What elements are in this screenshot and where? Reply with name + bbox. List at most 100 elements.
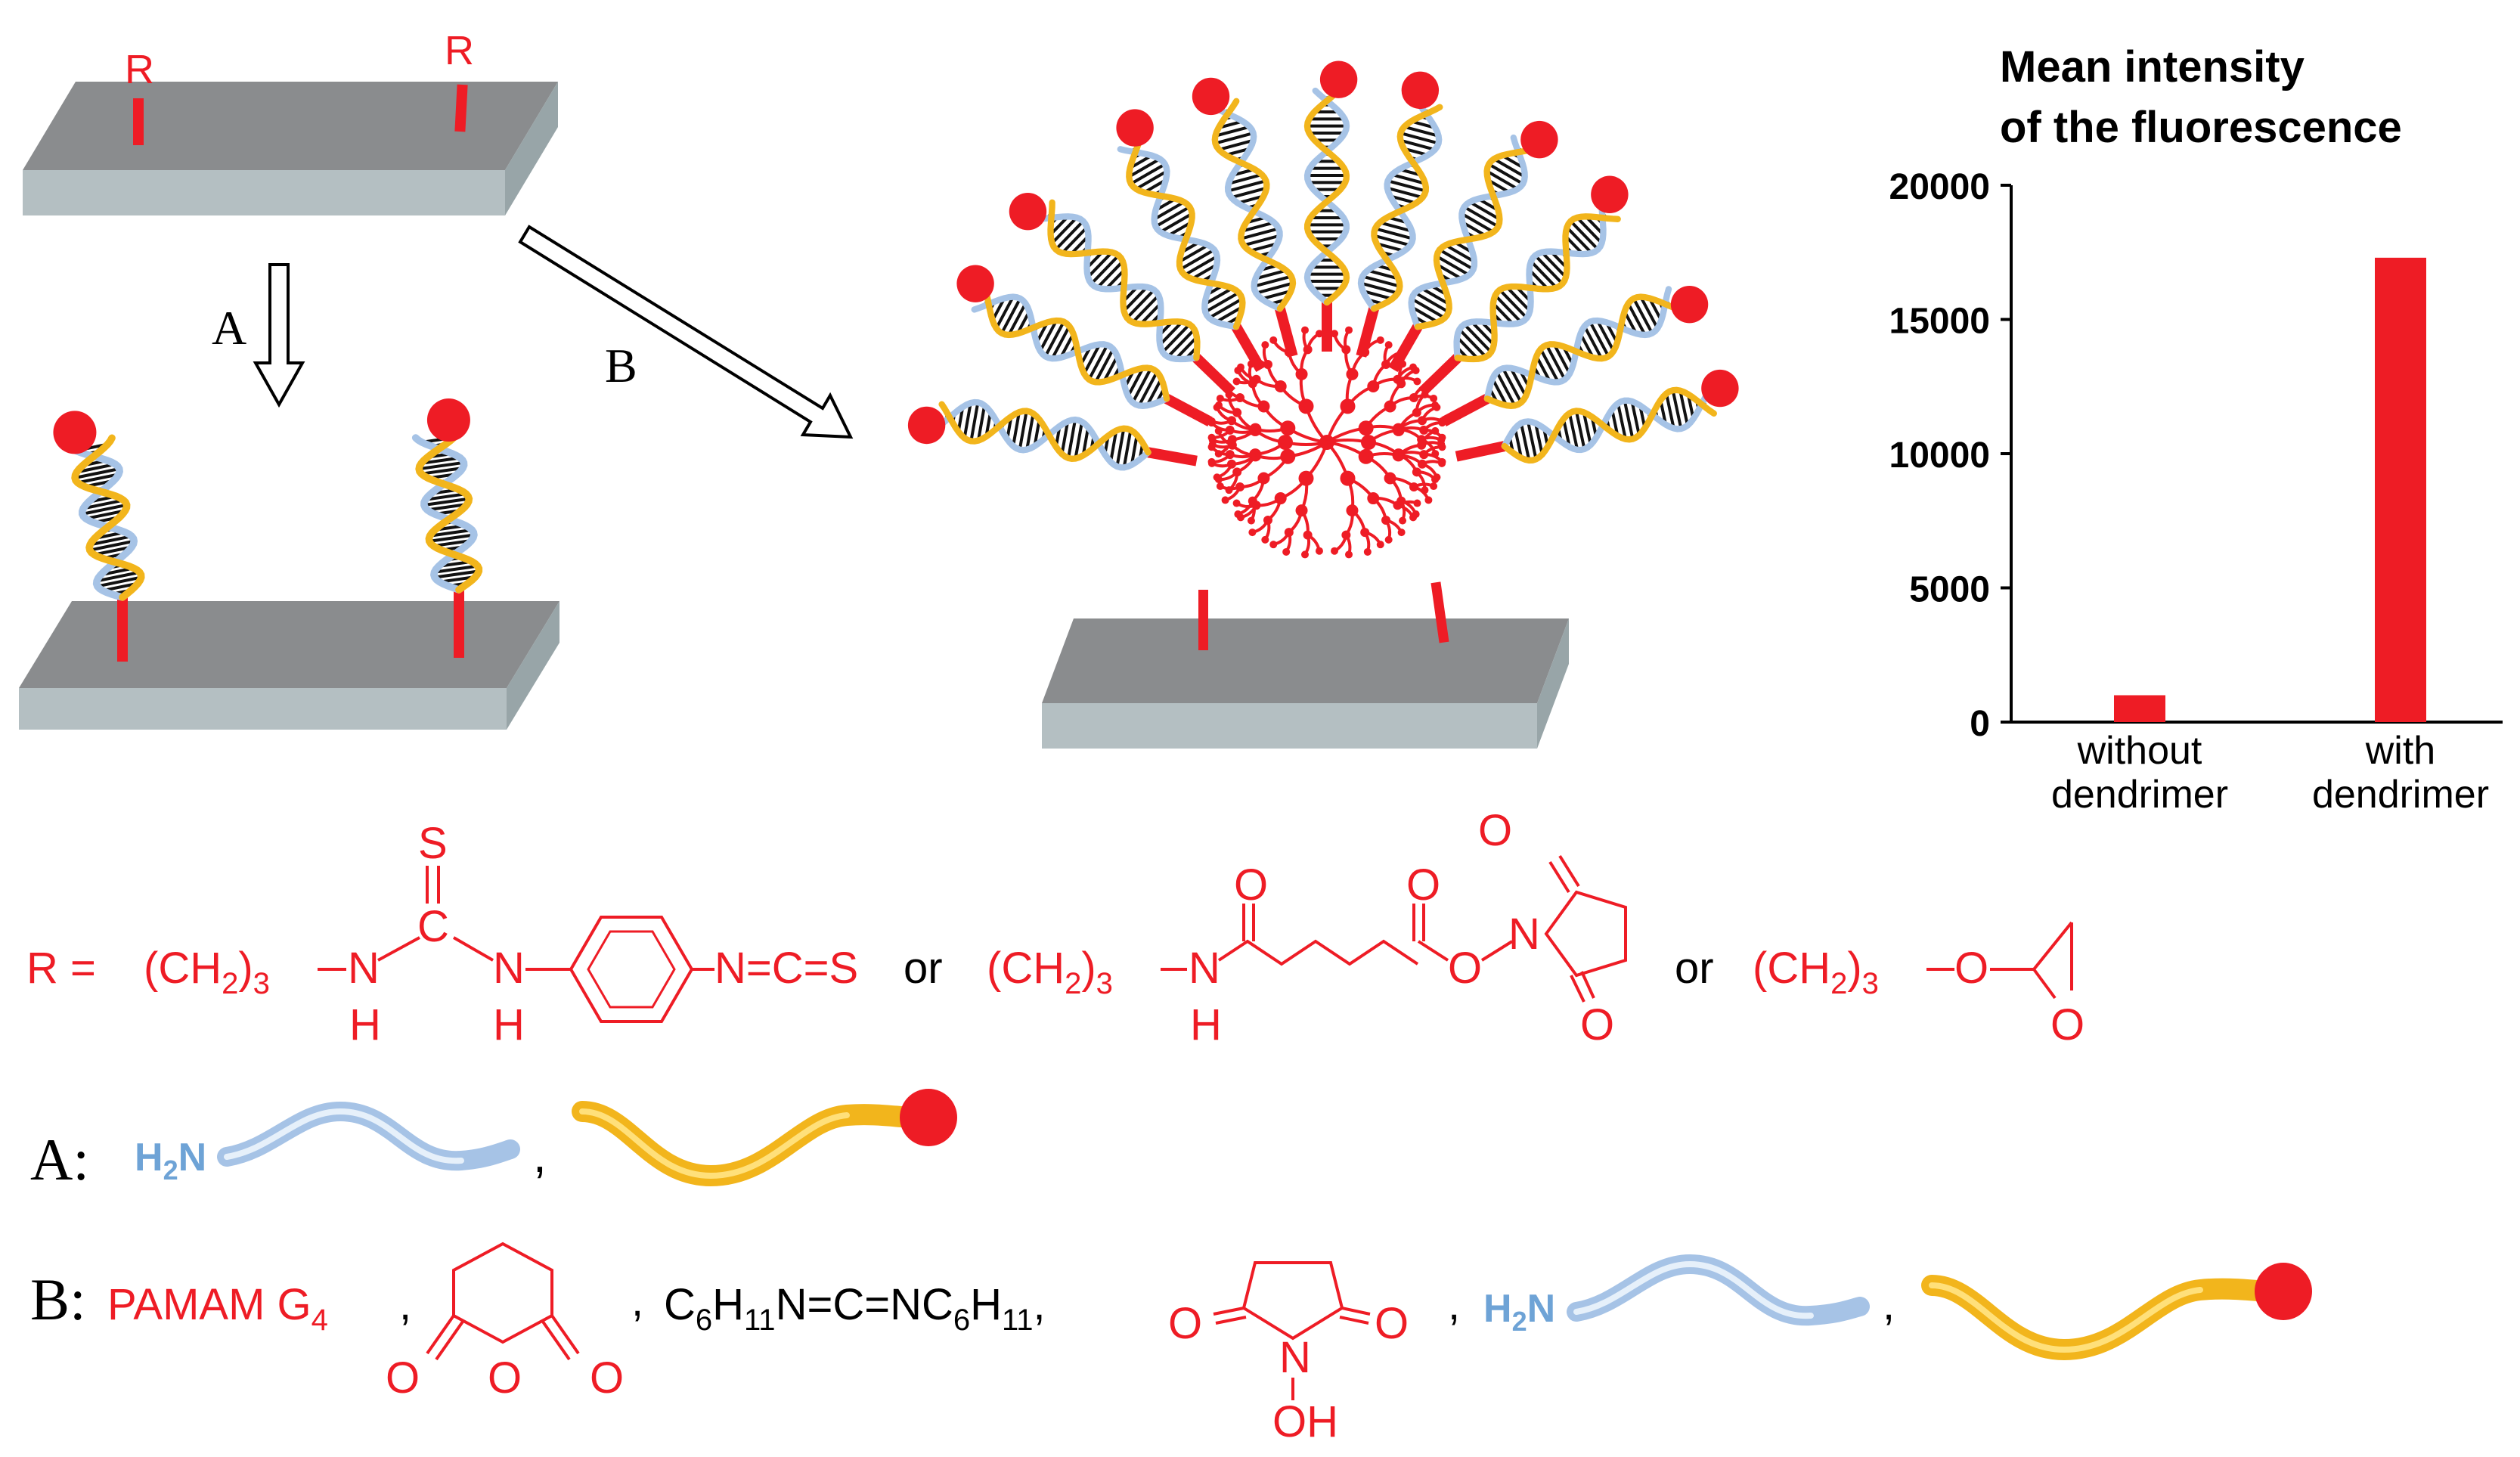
base-pair [1191,263,1218,281]
base-pair [1102,355,1119,383]
base-pair [1214,132,1254,145]
probe-strand [1357,98,1443,312]
ether-o: O [1954,944,1988,993]
base-pair [1367,268,1399,281]
arrow-a-label: A [212,301,246,355]
legend-a: A: H2N , [30,1089,957,1192]
base-pair [418,460,464,471]
base-pair [1254,268,1287,281]
base-pair [1468,200,1501,221]
base-pair [1012,411,1021,447]
dna-duplex-1 [53,411,145,601]
nhs-o-bottom: O [1580,1000,1614,1049]
fluorophore [956,265,994,302]
base-pair [1390,194,1417,205]
base-pair [1492,157,1526,178]
amine-probe-b: H2N [1483,1287,1555,1337]
probe-strand [1501,387,1713,454]
base-pair [1128,157,1161,178]
arrow-a: A [212,263,305,408]
ch2-group-3: (CH2)3 [1753,944,1879,1000]
base-pair [1411,297,1446,320]
base-pair [82,498,124,510]
fluorescence-chart: Mean intensity of the fluorescence 05000… [1889,42,2503,817]
glutaric-anhydride: O O O [386,1242,624,1403]
base-pair [1122,429,1133,468]
base-pair [1373,234,1411,247]
fluorophore [1009,193,1047,231]
base-pair [1639,296,1659,330]
dendrimer-linker [1275,307,1298,358]
base-pair [1204,291,1240,314]
fluorophore [1319,60,1358,98]
fluorophore [907,406,946,445]
base-pair [434,564,479,574]
probe-strand [935,398,1152,471]
fluorophore-b [2255,1263,2312,1320]
base-pair [1087,344,1109,380]
base-pair [1569,220,1599,251]
anhydride-o-ring: O [488,1353,522,1403]
base-pair [1051,216,1078,245]
base-pair [1109,430,1118,463]
dendrimer-linker [1147,447,1198,467]
base-pair [1567,413,1579,451]
dna-duplex [1303,60,1358,306]
base-pair [1463,205,1499,228]
probe-strand [1408,134,1528,330]
base-pair [1255,281,1294,295]
base-pair [74,467,120,479]
base-pair [1227,179,1266,193]
base-pair [1050,325,1071,360]
base-pair [1061,226,1089,254]
dendrimer-linker-2 [1430,581,1449,643]
base-pair [1545,344,1567,380]
amide-n: N [1189,944,1220,993]
base-pair [1438,248,1474,271]
fluorophore [1701,369,1739,408]
base-pair [420,456,460,465]
base-pair [1530,260,1558,289]
dna-duplex-2 [411,398,483,594]
amine-probe-a: H2N [135,1136,206,1186]
n-hydroxysuccinimide: O O N OH [1168,1261,1409,1446]
base-pair [1243,234,1281,247]
base-pair [1562,418,1571,448]
nhs-o-top: O [1478,806,1512,855]
comma-b-2: , [631,1276,643,1325]
base-pair [1060,420,1070,454]
r-equals: R = [26,944,96,993]
base-pair [1596,320,1615,352]
base-pair [1539,348,1560,383]
base-pair [1488,163,1524,185]
base-pair [1582,411,1592,445]
base-pair [434,569,479,579]
base-pair [1436,263,1463,281]
base-pair [1582,325,1604,360]
ch2-group-1: (CH2)3 [144,944,270,1000]
base-pair [1486,169,1519,191]
target-strand [1211,98,1297,312]
probe-strand [1453,199,1607,361]
dna-duplex [411,398,483,594]
base-pair [1362,290,1393,301]
dna-duplex [907,398,1152,471]
x-label: without [2077,729,2202,773]
base-pair [1018,411,1028,451]
base-pair [1131,367,1152,404]
target-strand [1126,134,1246,330]
base-pair [1455,336,1480,361]
base-pair [1083,343,1102,375]
dna-duplex [1483,285,1709,409]
bar-1 [2114,695,2165,722]
base-pair [1471,321,1496,346]
epoxide-o: O [2050,1000,2085,1049]
base-pair [1399,138,1436,151]
target-strand [1501,386,1717,464]
base-pair [1204,287,1233,305]
base-pair [1126,289,1155,319]
base-pair [1616,403,1627,440]
ch2-group-2: (CH2)3 [987,944,1113,1000]
dcc-label: C6H11N=C=NC6H11, [664,1280,1046,1337]
